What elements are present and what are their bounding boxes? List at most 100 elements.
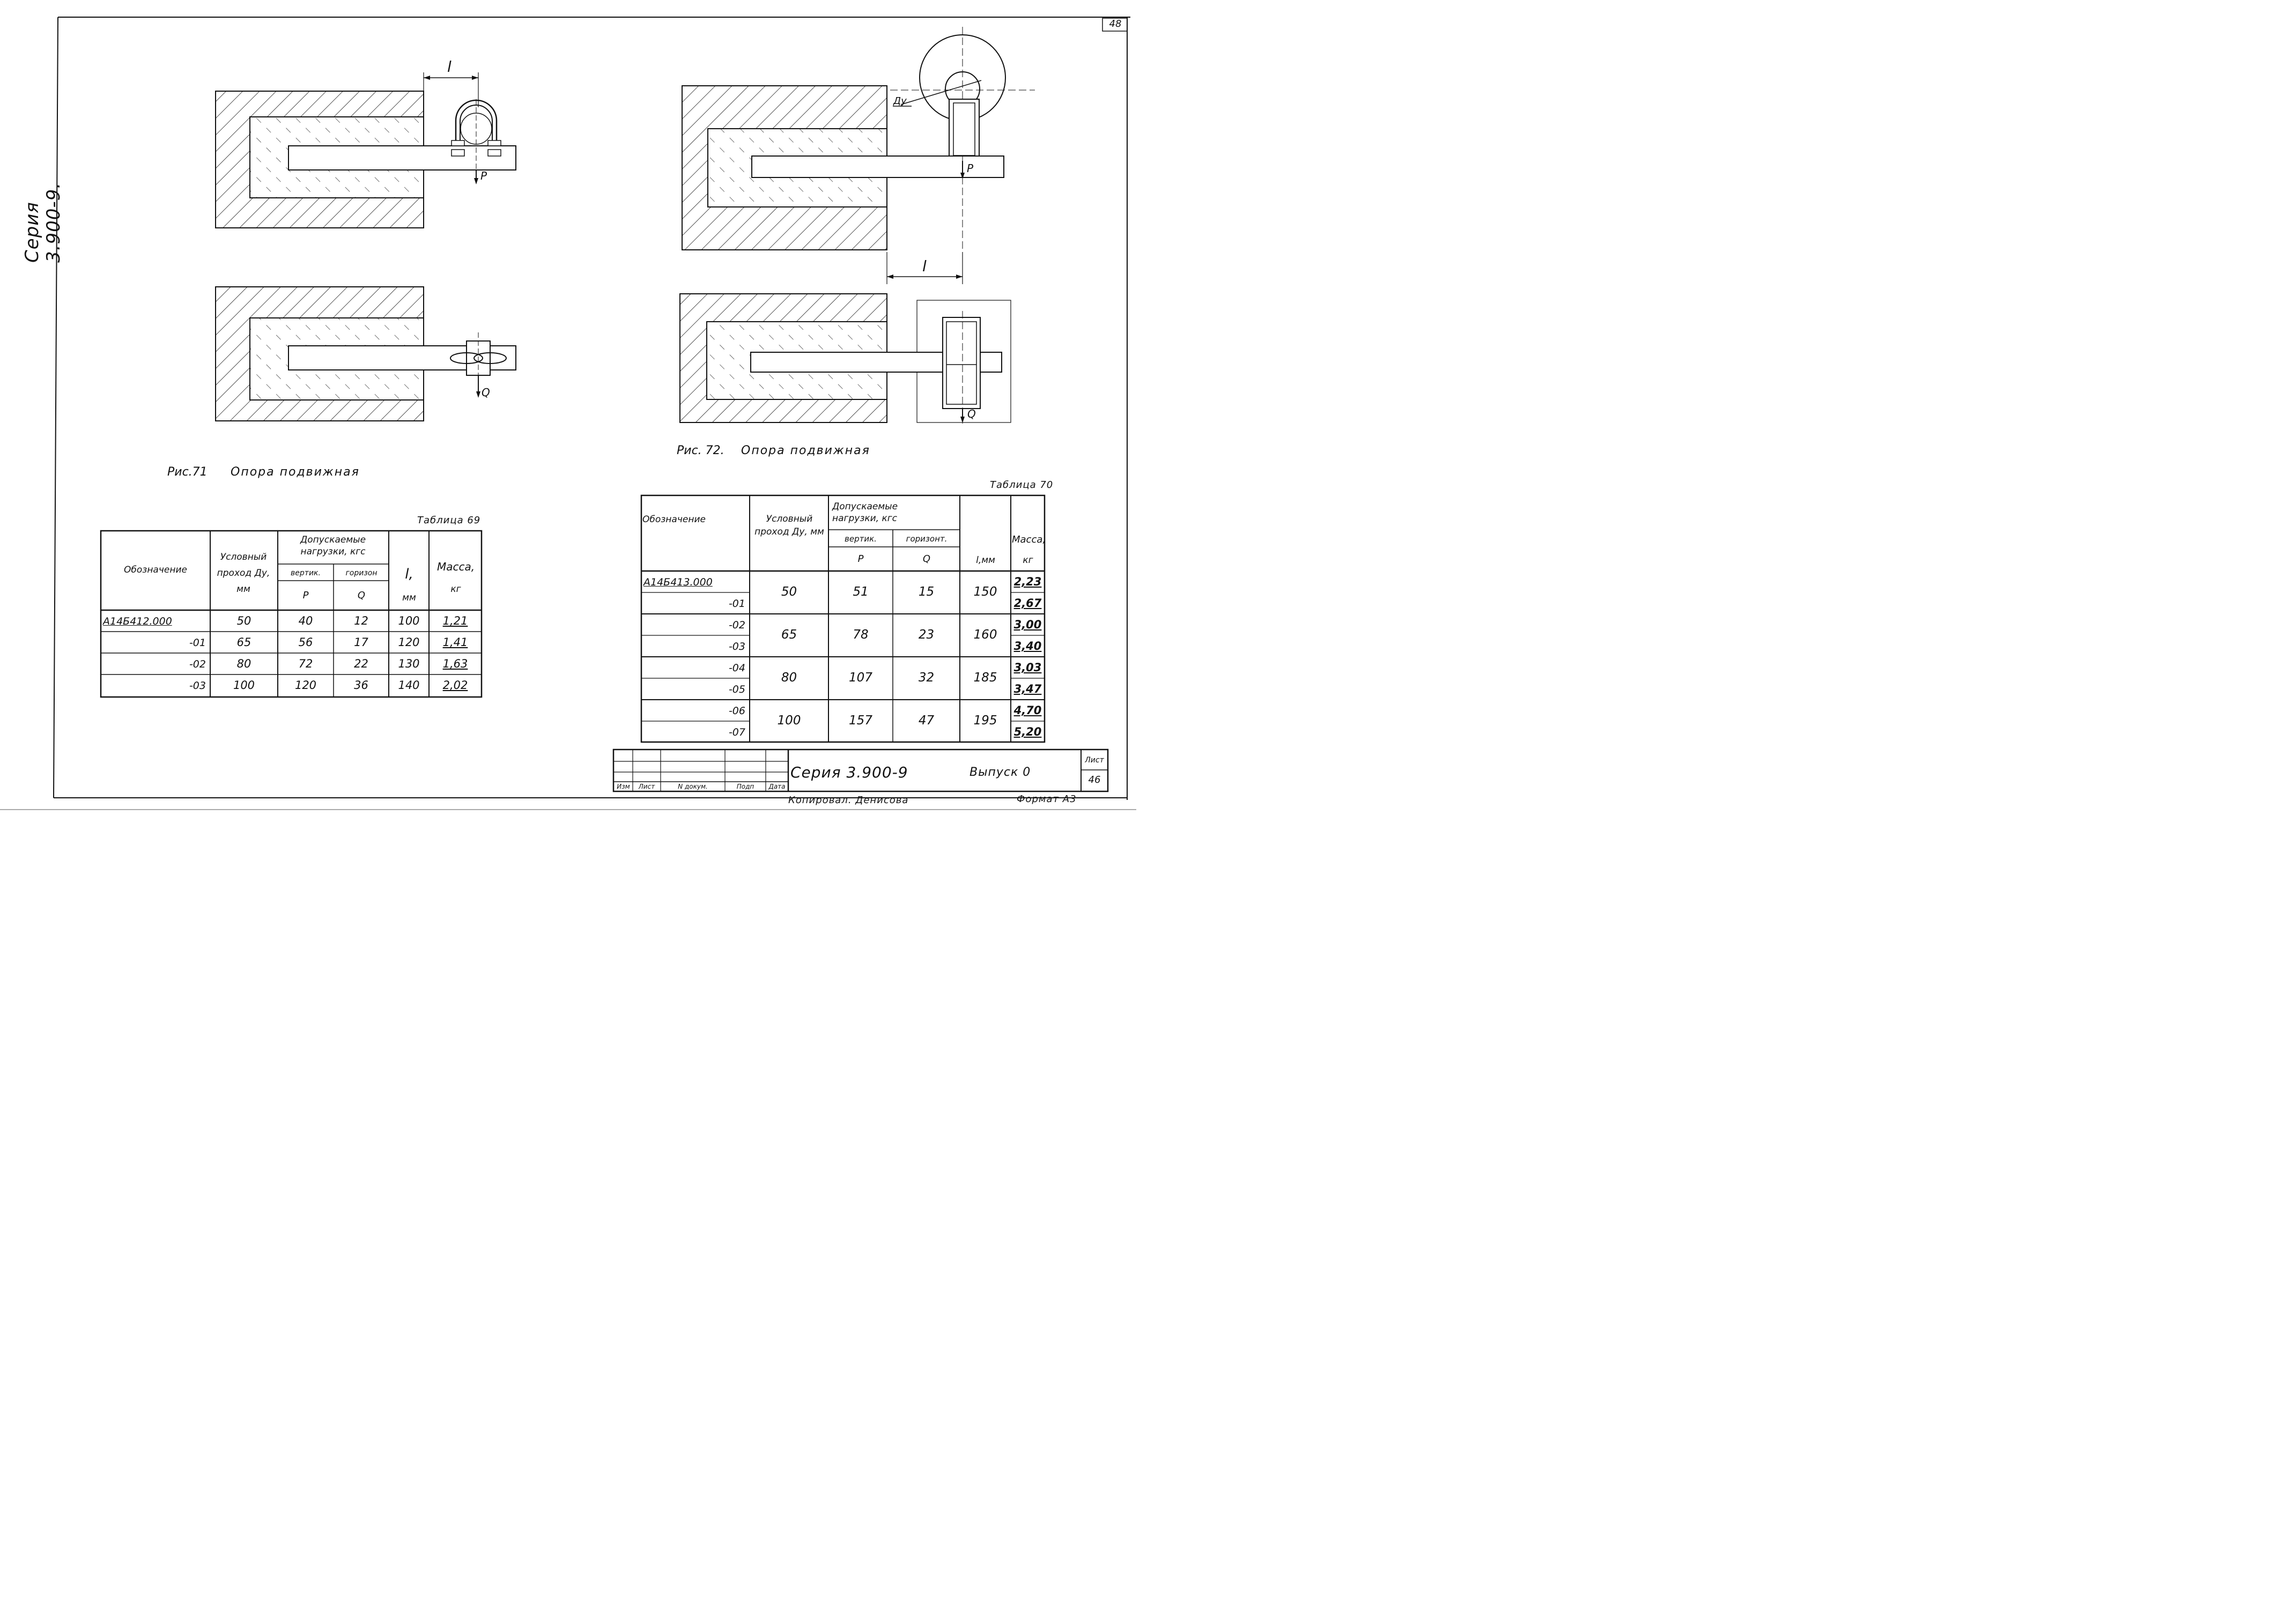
t70-cell-mass: 3,00 bbox=[1013, 618, 1042, 631]
t69-cell-m: 1,63 bbox=[442, 657, 468, 670]
t69-cell-l: 130 bbox=[398, 657, 420, 670]
fig72-load-q: Q bbox=[967, 407, 976, 420]
t70-cell-l: 160 bbox=[973, 628, 997, 642]
t70-cell-du: 80 bbox=[781, 671, 797, 685]
t70-row-code: -06 bbox=[728, 705, 745, 717]
t70-h-vert: вертик. bbox=[845, 534, 877, 544]
table69-title: Таблица 69 bbox=[417, 515, 481, 526]
fig72-caption-number: Рис. 72. bbox=[677, 444, 724, 457]
t70-row-code: -03 bbox=[728, 641, 745, 652]
title-block-sheet-label: Лист bbox=[1085, 756, 1104, 765]
t70-cell-l: 195 bbox=[973, 714, 997, 728]
t69-cell-q: 17 bbox=[354, 636, 368, 649]
t69-h-p: P bbox=[302, 590, 309, 601]
t70-row-code: А14Б413.000 bbox=[643, 576, 713, 588]
t69-cell-q: 22 bbox=[354, 657, 368, 670]
title-block-grid bbox=[612, 748, 1109, 792]
t70-cell-q: 15 bbox=[918, 585, 935, 599]
t70-h-designation: Обозначение bbox=[642, 514, 706, 525]
t69-h-horiz: горизон bbox=[345, 569, 378, 577]
t70-h-nominal: Условный проход Ду, мм bbox=[754, 514, 824, 537]
paper-format: Формат А3 bbox=[1017, 794, 1077, 805]
t70-cell-p: 51 bbox=[853, 585, 869, 599]
t70-cell-mass: 5,20 bbox=[1013, 725, 1042, 738]
table70-title: Таблица 70 bbox=[990, 479, 1054, 491]
t70-h-mass: Масса, bbox=[1012, 534, 1046, 545]
fig72-top-wall bbox=[682, 27, 1035, 284]
fig72-caption-title: Опора подвижная bbox=[741, 444, 870, 457]
sheet-number: 48 bbox=[1109, 18, 1122, 29]
t69-cell-p: 40 bbox=[298, 614, 313, 627]
t69-cell-m: 1,41 bbox=[442, 636, 468, 649]
t69-row-code: А14Б412.000 bbox=[103, 616, 172, 627]
t69-cell-p: 56 bbox=[298, 636, 313, 649]
fig71-caption-number: Рис.71 bbox=[167, 465, 208, 479]
fig72-dim-l: l bbox=[922, 257, 927, 275]
t69-cell-du: 65 bbox=[236, 636, 251, 649]
title-block-col-doc: N докум. bbox=[678, 783, 708, 790]
t70-cell-mass: 3,47 bbox=[1013, 683, 1042, 695]
t70-cell-du: 50 bbox=[781, 585, 797, 599]
copied-by: Копировал. Денисова bbox=[788, 795, 909, 806]
table69-grid bbox=[100, 530, 483, 698]
t69-row-code: -01 bbox=[189, 637, 206, 649]
t70-cell-p: 78 bbox=[853, 628, 869, 642]
t70-cell-p: 107 bbox=[849, 671, 872, 685]
t69-cell-du: 80 bbox=[236, 657, 251, 670]
t70-cell-mass: 3,03 bbox=[1013, 661, 1042, 674]
t69-row-code: -02 bbox=[189, 658, 206, 670]
t70-h-l: l,мм bbox=[976, 555, 995, 566]
fig71-top-wall bbox=[215, 72, 516, 228]
title-block-series: Серия 3.900-9 bbox=[790, 763, 908, 781]
t69-h-q: Q bbox=[357, 590, 366, 601]
t70-cell-mass: 2,23 bbox=[1013, 575, 1042, 588]
t70-row-code: -05 bbox=[728, 684, 745, 695]
t69-cell-l: 140 bbox=[398, 679, 420, 692]
title-block-col-date: Дата bbox=[768, 783, 786, 790]
fig72-dim-du: Ду bbox=[893, 95, 907, 107]
drawing-canvas bbox=[0, 17, 1136, 810]
t70-h-horiz: горизонт. bbox=[906, 534, 948, 544]
t70-cell-mass: 2,67 bbox=[1013, 597, 1042, 610]
t69-h-vert: вертик. bbox=[291, 569, 321, 577]
title-block-col-sign: Подп bbox=[736, 783, 754, 790]
t69-cell-du: 50 bbox=[236, 614, 251, 627]
title-block-col-list: Лист bbox=[638, 783, 655, 790]
table70-grid bbox=[640, 494, 1046, 743]
t69-cell-p: 120 bbox=[294, 679, 317, 692]
t70-cell-q: 23 bbox=[918, 628, 935, 642]
t70-h-q: Q bbox=[922, 553, 931, 565]
fig71-dim-l: l bbox=[447, 58, 452, 76]
t70-cell-du: 65 bbox=[781, 628, 797, 642]
t70-cell-mass: 3,40 bbox=[1013, 640, 1042, 652]
t69-h-mass: Масса, bbox=[436, 560, 475, 573]
t70-cell-l: 150 bbox=[973, 585, 997, 599]
t69-cell-m: 1,21 bbox=[442, 614, 468, 627]
t69-cell-q: 12 bbox=[354, 614, 368, 627]
t70-cell-q: 47 bbox=[918, 714, 935, 728]
t70-cell-du: 100 bbox=[777, 714, 801, 728]
t69-cell-l: 120 bbox=[398, 636, 420, 649]
t69-h-mass-unit: кг bbox=[450, 584, 461, 595]
t69-cell-m: 2,02 bbox=[442, 679, 468, 692]
t70-cell-mass: 4,70 bbox=[1013, 704, 1042, 717]
fig72-bottom-wall bbox=[679, 293, 1011, 424]
t69-row-code: -03 bbox=[189, 680, 206, 692]
t69-h-nominal: Условный проход Ду, мм bbox=[217, 552, 270, 595]
t70-h-loads: Допускаемые нагрузки, кгс bbox=[832, 501, 898, 524]
title-block-col-izm: Изм bbox=[617, 783, 630, 790]
t70-cell-q: 32 bbox=[918, 671, 935, 685]
fig71-load-p: P bbox=[480, 169, 487, 182]
t70-h-p: P bbox=[857, 553, 864, 565]
t70-cell-p: 157 bbox=[849, 714, 872, 728]
t69-cell-du: 100 bbox=[233, 679, 255, 692]
t69-cell-l: 100 bbox=[398, 614, 420, 627]
t69-h-loads: Допускаемые нагрузки, кгс bbox=[300, 535, 366, 557]
t70-h-mass-unit: кг bbox=[1023, 555, 1033, 566]
t69-cell-q: 36 bbox=[354, 679, 368, 692]
fig71-caption-title: Опора подвижная bbox=[231, 465, 360, 479]
title-block-issue: Выпуск 0 bbox=[970, 766, 1031, 779]
t70-row-code: -01 bbox=[728, 598, 745, 610]
fig72-load-p: P bbox=[967, 162, 974, 175]
t69-h-designation: Обозначение bbox=[124, 565, 187, 575]
